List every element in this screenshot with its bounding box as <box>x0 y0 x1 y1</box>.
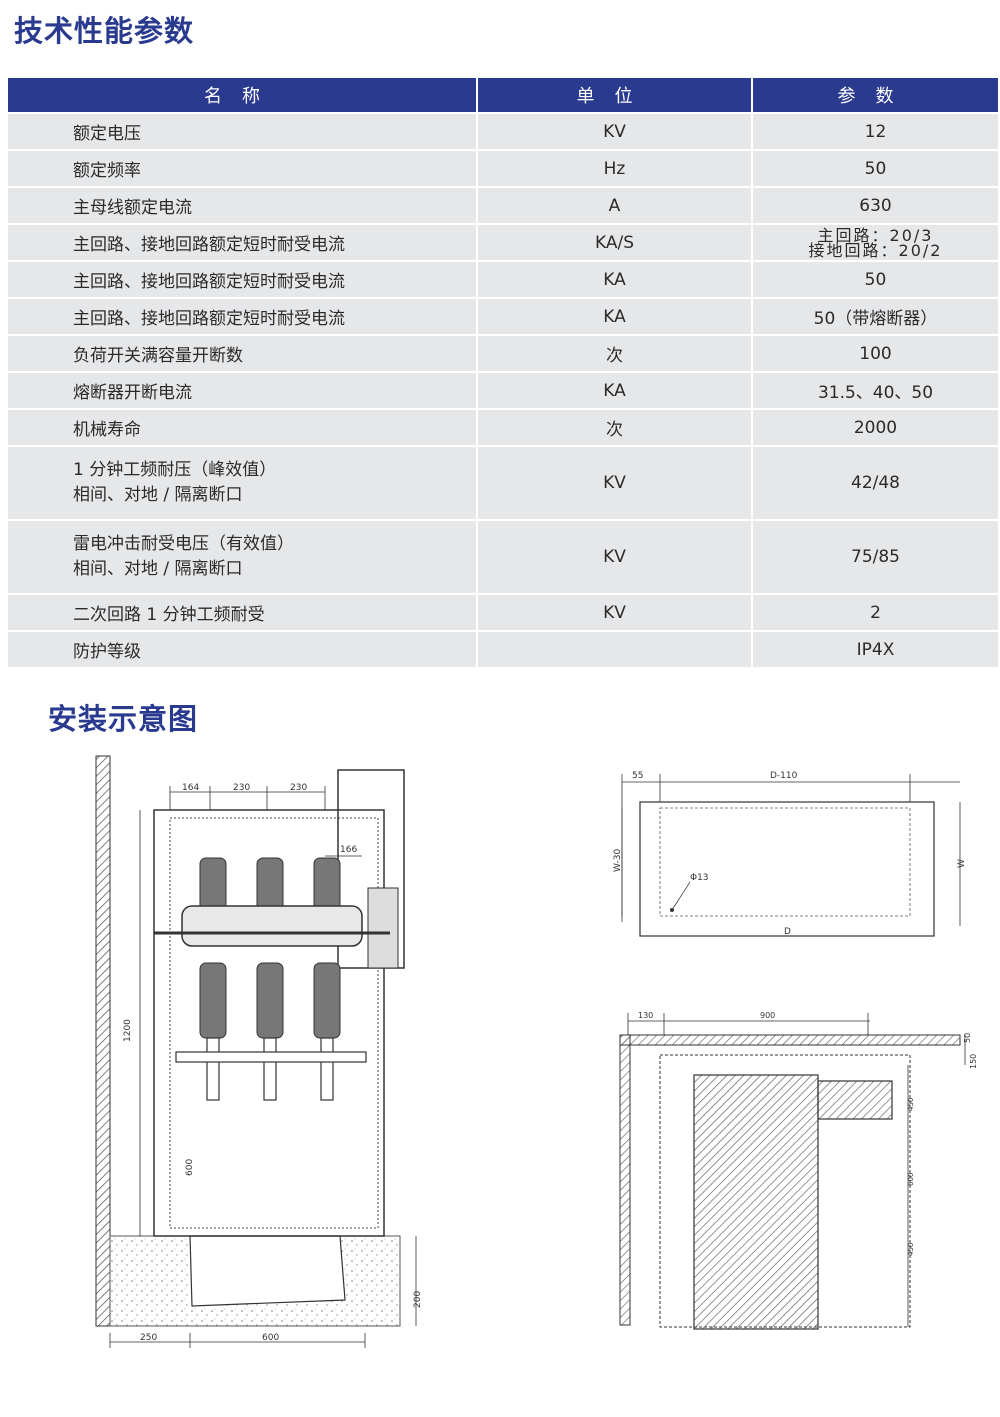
dim-label: 900 <box>760 1011 775 1020</box>
cell-name-line: 1 分钟工频耐压（峰效值） <box>73 460 277 480</box>
dim-label: 250 <box>140 1333 157 1343</box>
cell-name: 负荷开关满容量开断数 <box>8 336 476 371</box>
cabinet-hatch <box>693 1074 819 1330</box>
header-value: 参数 <box>753 78 998 112</box>
cell-name: 主回路、接地回路额定短时耐受电流 <box>8 225 476 260</box>
dim-label: 130 <box>638 1011 653 1020</box>
insulators <box>199 857 341 1039</box>
cell-value: 50 <box>753 262 998 297</box>
cell-unit: KV <box>478 595 751 630</box>
cell-name-line: 相间、对地 / 隔离断口 <box>73 559 243 579</box>
cell-value: 50 <box>753 151 998 186</box>
dim-label: 1200 <box>123 1019 133 1042</box>
dim-label: 450 <box>907 1098 915 1111</box>
cell-value-line: 接地回路：20/2 <box>808 240 943 260</box>
cell-unit: 次 <box>478 410 751 445</box>
cell-name: 主回路、接地回路额定短时耐受电流 <box>8 299 476 334</box>
ceiling-hatch <box>619 1034 961 1046</box>
dim-label: 50 <box>963 1033 972 1043</box>
cell-value: 31.5、40、50 <box>753 373 998 408</box>
dim-label: 55 <box>632 771 643 781</box>
cell-unit: KA <box>478 373 751 408</box>
cell-value: 630 <box>753 188 998 223</box>
header-unit: 单位 <box>478 78 751 112</box>
cell-name: 额定频率 <box>8 151 476 186</box>
switch-body <box>181 905 363 947</box>
cell-unit: KA <box>478 299 751 334</box>
cell-name-line: 相间、对地 / 隔离断口 <box>73 485 243 505</box>
table-row: 机械寿命 次 2000 <box>8 410 998 445</box>
table-row: 额定频率 Hz 50 <box>8 151 998 186</box>
cell-value: 12 <box>753 114 998 149</box>
dim-label: Φ13 <box>690 873 709 883</box>
cell-value: 2 <box>753 595 998 630</box>
table-row: 主回路、接地回路额定短时耐受电流 KA 50 <box>8 262 998 297</box>
actuator-hatch <box>817 1080 893 1120</box>
dim-label: 600 <box>185 1159 195 1176</box>
cell-value: 50（带熔断器） <box>753 299 998 334</box>
table-row: 熔断器开断电流 KA 31.5、40、50 <box>8 373 998 408</box>
table-row: 主回路、接地回路额定短时耐受电流 KA/S 主回路：20/3 接地回路：20/2 <box>8 225 998 260</box>
cell-name: 二次回路 1 分钟工频耐受 <box>8 595 476 630</box>
cell-unit <box>478 632 751 667</box>
section-title-install: 安装示意图 <box>48 702 199 736</box>
dim-label: 600 <box>907 1173 915 1186</box>
wall-hatch <box>619 1034 631 1326</box>
cell-unit: KA/S <box>478 225 751 260</box>
cell-value: 2000 <box>753 410 998 445</box>
dim-label: W <box>957 859 967 868</box>
dim-label: 150 <box>969 1054 978 1069</box>
cell-unit: KA <box>478 262 751 297</box>
section-title-specs: 技术性能参数 <box>14 14 195 48</box>
cell-name: 主回路、接地回路额定短时耐受电流 <box>8 262 476 297</box>
dim-label: 166 <box>340 845 357 855</box>
cell-value: 75/85 <box>753 521 998 593</box>
cell-name: 机械寿命 <box>8 410 476 445</box>
table-row: 防护等级 IP4X <box>8 632 998 667</box>
table-row: 主母线额定电流 A 630 <box>8 188 998 223</box>
cell-value: 100 <box>753 336 998 371</box>
dim-label: 164 <box>182 783 199 793</box>
dim-label: D <box>784 927 791 937</box>
table-row: 二次回路 1 分钟工频耐受 KV 2 <box>8 595 998 630</box>
dim-label: 600 <box>262 1333 279 1343</box>
table-row: 雷电冲击耐受电压（有效值） 相间、对地 / 隔离断口 KV 75/85 <box>8 521 998 593</box>
table-row: 1 分钟工频耐压（峰效值） 相间、对地 / 隔离断口 KV 42/48 <box>8 447 998 519</box>
cell-name: 额定电压 <box>8 114 476 149</box>
cell-name: 雷电冲击耐受电压（有效值） 相间、对地 / 隔离断口 <box>8 521 476 593</box>
cell-value: 主回路：20/3 接地回路：20/2 <box>753 225 998 260</box>
dim-label: 230 <box>290 783 307 793</box>
cell-unit: KV <box>478 447 751 519</box>
specs-table: 名称 单位 参数 额定电压 KV 12 额定频率 Hz 50 主母线额定电流 A… <box>6 76 1000 669</box>
cell-unit: 次 <box>478 336 751 371</box>
top-view-drawing: 55 D-110 W-30 W D Φ13 <box>613 771 967 937</box>
cell-value-line: 主回路：20/3 <box>817 225 934 245</box>
dim-label: 450 <box>907 1243 915 1256</box>
table-row: 额定电压 KV 12 <box>8 114 998 149</box>
dim-label: W-30 <box>613 848 623 872</box>
cell-unit: A <box>478 188 751 223</box>
cell-name: 熔断器开断电流 <box>8 373 476 408</box>
cell-name-line: 雷电冲击耐受电压（有效值） <box>73 534 294 554</box>
cell-unit: KV <box>478 114 751 149</box>
table-row: 负荷开关满容量开断数 次 100 <box>8 336 998 371</box>
wall-hatch <box>95 755 111 1327</box>
dim-label: D-110 <box>770 771 798 781</box>
front-elevation-drawing: 164 230 230 166 1200 600 200 250 600 <box>95 755 423 1348</box>
cell-name: 主母线额定电流 <box>8 188 476 223</box>
cabinet-outline <box>153 809 385 1237</box>
cell-name: 1 分钟工频耐压（峰效值） 相间、对地 / 隔离断口 <box>8 447 476 519</box>
cell-value: IP4X <box>753 632 998 667</box>
cable-trench <box>189 1235 346 1307</box>
table-header-row: 名称 单位 参数 <box>8 78 998 112</box>
cell-unit: KV <box>478 521 751 593</box>
dim-label: 230 <box>233 783 250 793</box>
cell-unit: Hz <box>478 151 751 186</box>
dim-label: 200 <box>413 1291 423 1308</box>
header-name: 名称 <box>8 78 476 112</box>
cell-value: 42/48 <box>753 447 998 519</box>
table-row: 主回路、接地回路额定短时耐受电流 KA 50（带熔断器） <box>8 299 998 334</box>
side-view-drawing: 130 900 50 150 450 600 450 <box>619 1011 978 1330</box>
cell-name: 防护等级 <box>8 632 476 667</box>
